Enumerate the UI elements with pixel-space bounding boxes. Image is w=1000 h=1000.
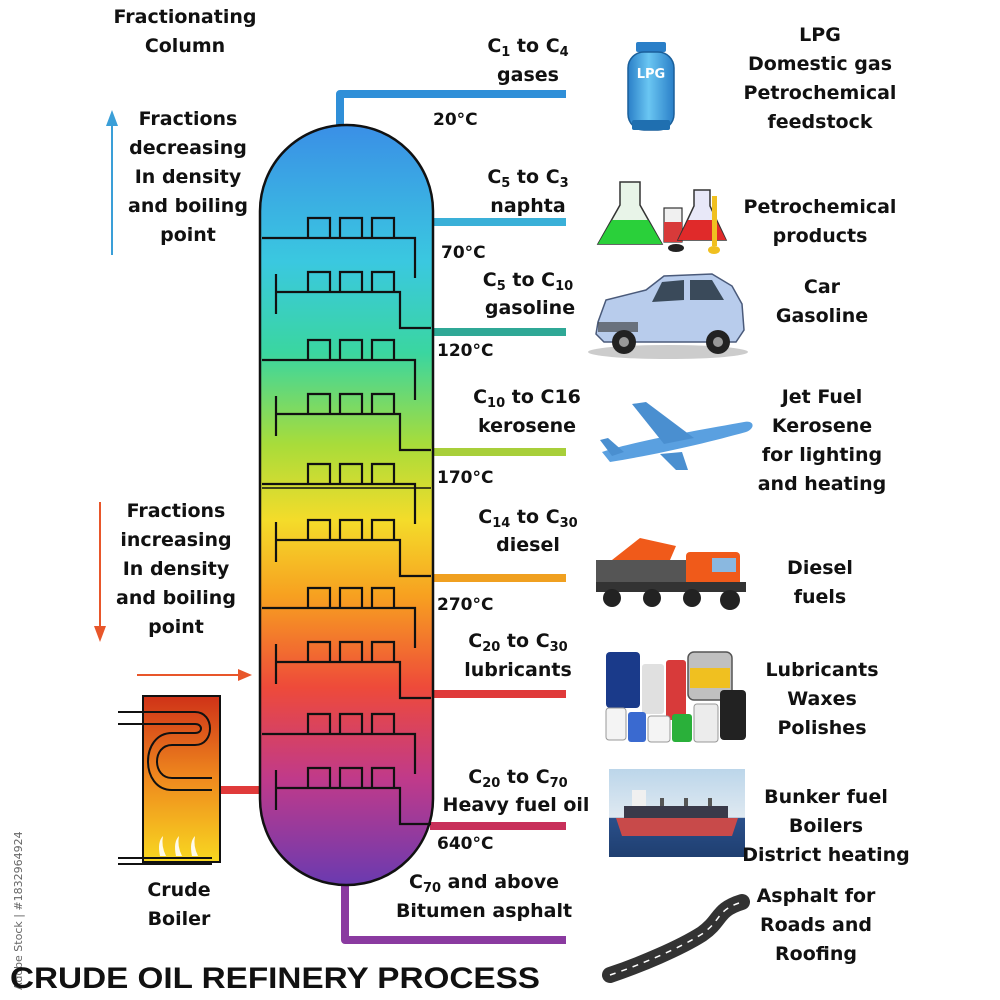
tray-5 (262, 462, 417, 524)
boiler-label-line2: Boiler (148, 908, 211, 930)
tray-8 (274, 640, 431, 700)
up-label-line3: In density (135, 166, 242, 188)
use-7-line3: District heating (742, 844, 909, 866)
tray-2 (274, 270, 431, 330)
use-5-line2: fuels (794, 586, 847, 608)
fraction-5-name: diesel (496, 534, 560, 556)
use-4-line2: Kerosene (772, 415, 872, 437)
lpg-cylinder-text: LPG (637, 67, 665, 82)
crude-boiler (118, 695, 221, 865)
tray-3 (262, 338, 417, 400)
use-3-line1: Car (804, 276, 841, 298)
fraction-2-chain: C5 to C3 (487, 166, 568, 191)
use-1-line4: feedstock (768, 111, 873, 133)
tray-9 (262, 712, 417, 774)
density-decreasing-arrow (106, 110, 118, 255)
use-3-line2: Gasoline (776, 305, 868, 327)
tray-6 (274, 518, 431, 578)
fraction-1-chain: C1 to C4 (487, 35, 568, 60)
airplane-icon (600, 402, 753, 470)
down-label-line4: and boiling (116, 587, 236, 609)
fraction-8-chain: C70 and above (409, 871, 559, 896)
use-4-line3: for lighting (762, 444, 882, 466)
fraction-7-chain: C20 to C70 (468, 766, 567, 791)
up-label-line2: decreasing (129, 137, 247, 159)
temp-1: 20°C (433, 110, 478, 130)
use-6-line3: Polishes (777, 717, 866, 739)
page-title: CRUDE OIL REFINERY PROCESS (10, 962, 540, 995)
temp-5: 270°C (437, 595, 493, 615)
road-icon (602, 894, 750, 983)
fraction-6-chain: C20 to C30 (468, 630, 567, 655)
crude-feed-arrow (137, 669, 252, 681)
truck-icon (596, 538, 746, 610)
use-7-line1: Bunker fuel (764, 786, 888, 808)
down-label-line2: increasing (120, 529, 231, 551)
up-label-line5: point (160, 224, 216, 246)
temp-2: 70°C (441, 243, 486, 263)
stock-id: Adobe Stock | #1832964924 (12, 831, 25, 990)
use-2-line2: products (773, 225, 868, 247)
fraction-3-chain: C5 to C10 (483, 269, 573, 294)
use-8-line1: Asphalt for (757, 885, 876, 907)
column-label-line2: Column (145, 35, 225, 57)
fractionating-column (258, 123, 435, 887)
use-1-line3: Petrochemical (744, 82, 897, 104)
temp-4: 170°C (437, 468, 493, 488)
tray-1 (262, 216, 417, 278)
fraction-6-name: lubricants (464, 659, 572, 681)
temp-6: 640°C (437, 834, 493, 854)
use-4-line1: Jet Fuel (780, 386, 863, 408)
use-4-line4: and heating (758, 473, 887, 495)
tray-10 (274, 766, 431, 826)
use-2-line1: Petrochemical (744, 196, 897, 218)
fraction-3-name: gasoline (485, 297, 575, 319)
fraction-4-chain: C10 to C16 (473, 386, 581, 411)
fraction-5-chain: C14 to C30 (478, 506, 577, 531)
lpg-cylinder-icon: LPG (627, 42, 675, 131)
use-8-line2: Roads and (760, 914, 872, 936)
tray-4 (274, 392, 431, 452)
lab-flasks-icon (596, 181, 728, 254)
down-label-line5: point (148, 616, 204, 638)
down-label-line3: In density (123, 558, 230, 580)
column-trays (262, 216, 431, 826)
density-increasing-arrow (94, 502, 106, 642)
use-5-line1: Diesel (787, 557, 853, 579)
use-6-line2: Waxes (787, 688, 857, 710)
fraction-1-name: gases (497, 64, 559, 86)
down-label-line1: Fractions (127, 500, 226, 522)
outlet-pipes (205, 90, 566, 944)
car-icon (588, 273, 748, 359)
oil-containers-icon (605, 651, 746, 743)
use-1-line2: Domestic gas (748, 53, 892, 75)
use-1-line1: LPG (799, 24, 841, 46)
fraction-7-name: Heavy fuel oil (443, 794, 590, 816)
up-label-line1: Fractions (139, 108, 238, 130)
up-label-line4: and boiling (128, 195, 248, 217)
use-8-line3: Roofing (775, 943, 857, 965)
use-6-line1: Lubricants (765, 659, 878, 681)
fraction-2-name: naphta (490, 195, 565, 217)
temp-3: 120°C (437, 341, 493, 361)
fraction-8-name: Bitumen asphalt (396, 900, 572, 922)
use-7-line2: Boilers (789, 815, 863, 837)
cargo-ship-icon (609, 769, 745, 857)
boiler-label-line1: Crude (147, 879, 210, 901)
tray-7 (262, 586, 417, 648)
column-label-line1: Fractionating (114, 6, 257, 28)
fraction-4-name: kerosene (478, 415, 576, 437)
